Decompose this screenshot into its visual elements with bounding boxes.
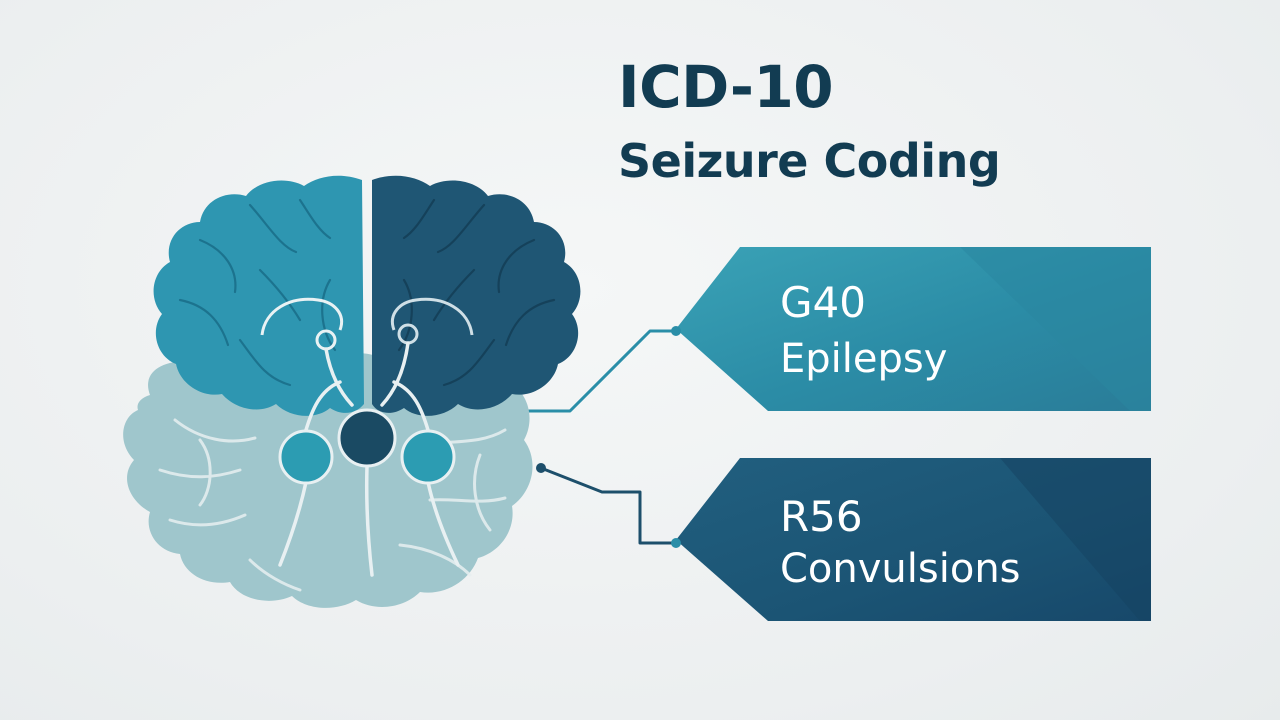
code-r56-label: R56 <box>780 492 863 541</box>
connector-dot <box>671 538 681 548</box>
code-r56-description: Convulsions <box>780 546 1021 592</box>
connector-line <box>514 329 678 545</box>
title-line-1: ICD-10 <box>618 53 834 121</box>
code-g40-description: Epilepsy <box>780 336 948 382</box>
code-g40-label: G40 <box>780 278 866 327</box>
page-title: ICD-10 Seizure Coding <box>618 53 1001 188</box>
code-banner-g40 <box>676 247 1151 411</box>
connector-dot <box>536 463 546 473</box>
code-banner-r56 <box>676 458 1151 621</box>
title-line-2: Seizure Coding <box>618 134 1001 188</box>
neural-network-icon <box>278 341 460 577</box>
brain-icon <box>123 175 581 608</box>
connector-dot <box>671 326 681 336</box>
